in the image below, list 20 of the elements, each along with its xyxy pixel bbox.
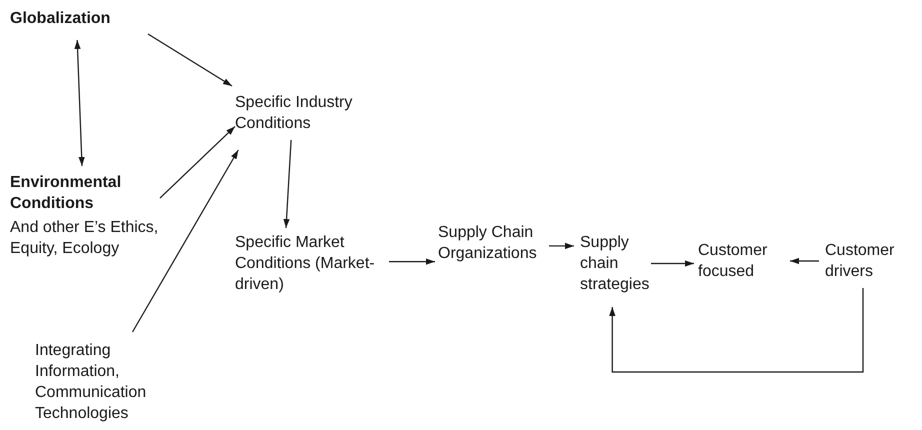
arrow [283,140,292,228]
arrow [651,260,694,267]
arrow [609,288,864,373]
node-label: Specific Industry Conditions [235,93,354,134]
arrow [132,150,239,332]
node-label: Supply chain strategies [580,233,650,295]
node-label: Specific Market Conditions (Market-driven) [235,233,376,295]
arrow [148,33,232,87]
node-label: Customer focused [698,241,768,282]
node-label: Customer drivers [825,241,896,282]
node-label: Integrating Information, Communication Technologies [35,341,148,424]
arrow [74,40,85,166]
node-heading: Globalization [10,9,112,29]
arrow [160,126,236,199]
node-label: Supply Chain Organizations [438,223,538,264]
node-label: And other E’s Ethics, Equity, Ecology [10,218,160,259]
arrow [549,242,574,250]
arrow [790,258,819,264]
node-heading: Environmental Conditions [10,173,122,214]
arrow [389,258,435,265]
